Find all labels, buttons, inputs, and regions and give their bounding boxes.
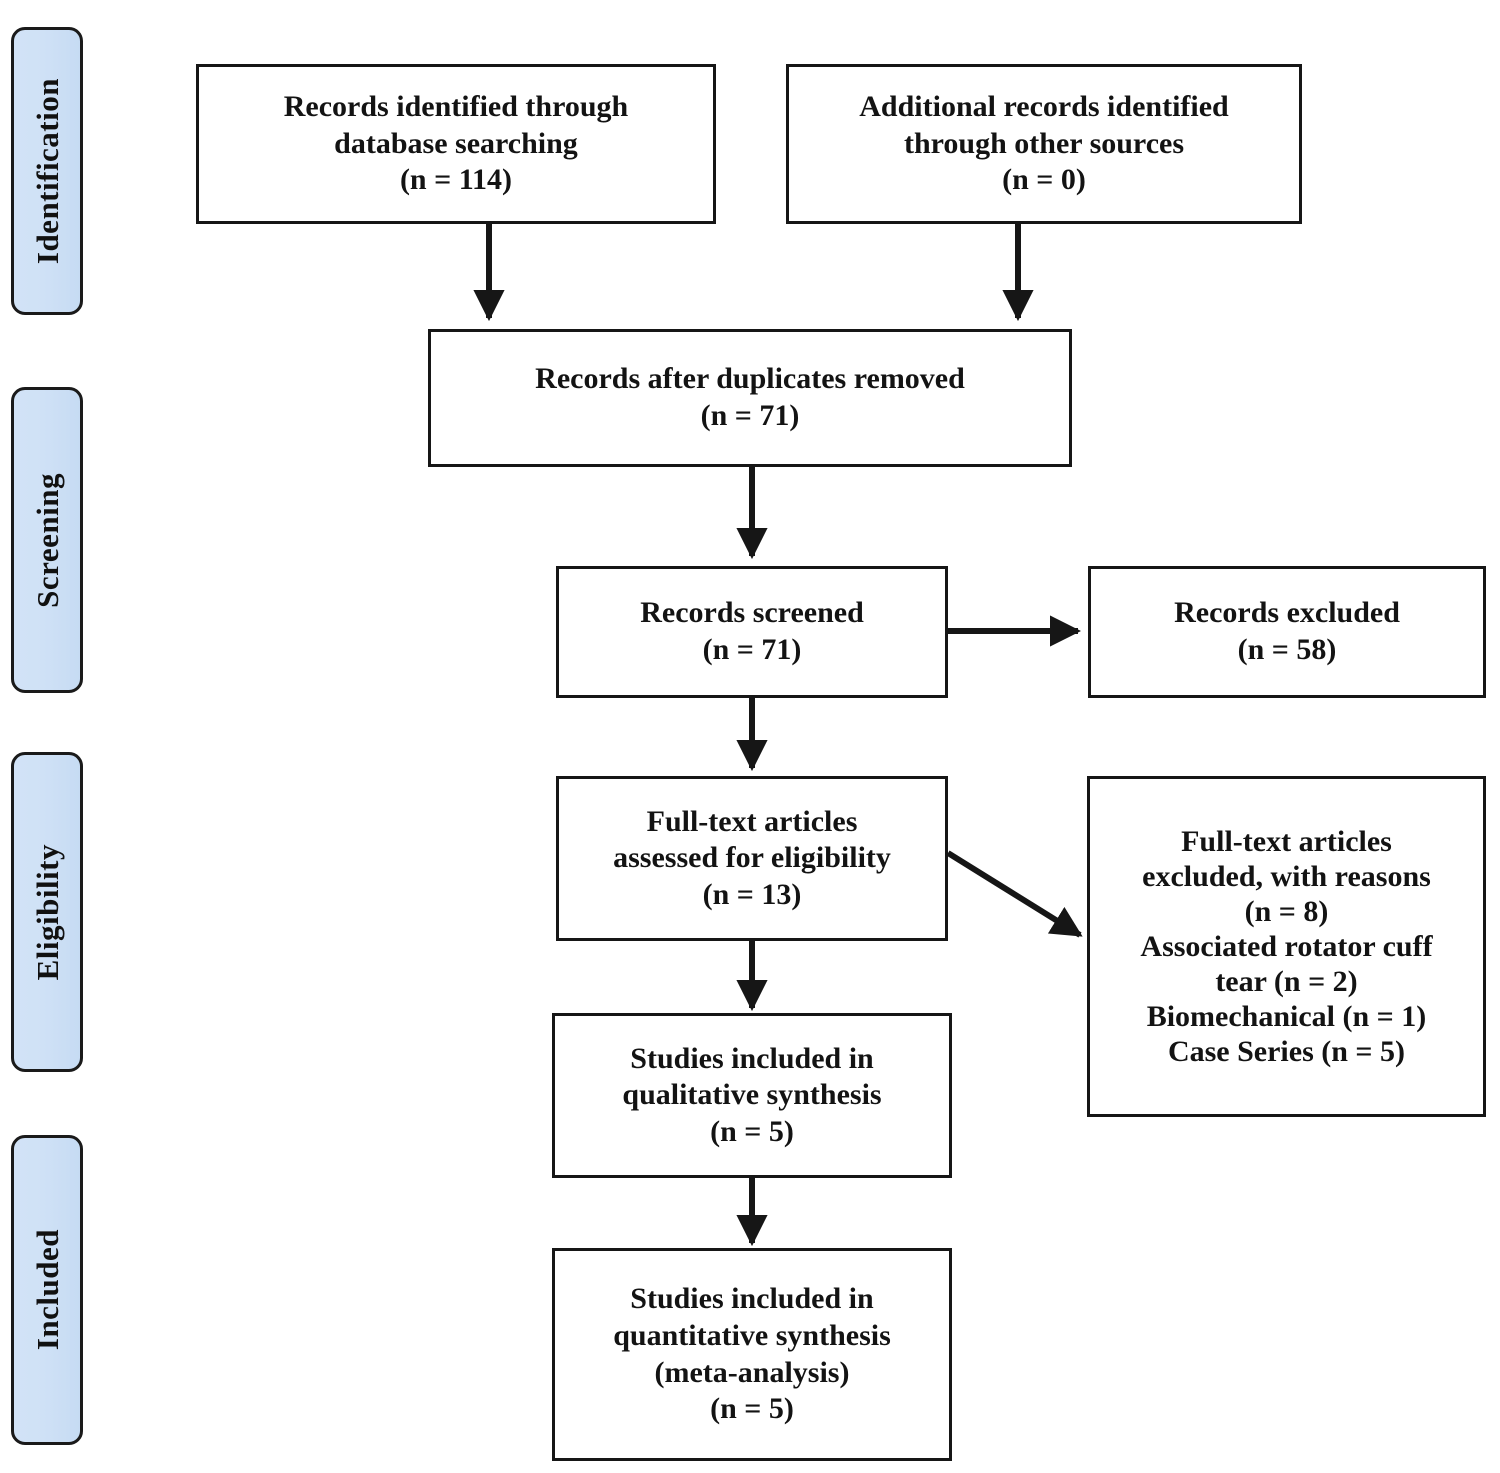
box-records-screened-text: Records screened (n = 71) — [640, 596, 864, 666]
box-qualitative-synthesis-text: Studies included in qualitative synthesi… — [622, 1041, 882, 1148]
box-quantitative-synthesis: Studies included in quantitative synthes… — [552, 1248, 952, 1461]
box-records-after-duplicates-text: Records after duplicates removed (n = 71… — [535, 362, 965, 432]
box-fulltext-excluded-text: Full-text articles excluded, with reason… — [1140, 824, 1433, 1069]
stage-included: Included — [11, 1135, 83, 1445]
stage-label-eligibility: Eligibility — [29, 843, 65, 981]
box-fulltext-assessed: Full-text articles assessed for eligibil… — [556, 776, 948, 941]
box-records-screened: Records screened (n = 71) — [556, 566, 948, 698]
edge-fulltext-to-excluded — [946, 850, 1083, 938]
box-records-identified-database: Records identified through database sear… — [196, 64, 716, 224]
box-fulltext-assessed-text: Full-text articles assessed for eligibil… — [613, 804, 891, 911]
box-qualitative-synthesis: Studies included in qualitative synthesi… — [552, 1013, 952, 1178]
stage-label-included: Included — [29, 1229, 65, 1351]
box-records-excluded-text: Records excluded (n = 58) — [1174, 596, 1400, 666]
box-quantitative-synthesis-text: Studies included in quantitative synthes… — [613, 1282, 891, 1426]
stage-eligibility: Eligibility — [11, 752, 83, 1072]
stage-identification: Identification — [11, 27, 83, 315]
box-records-identified-other-text: Additional records identified through ot… — [859, 90, 1229, 197]
box-fulltext-excluded: Full-text articles excluded, with reason… — [1087, 776, 1486, 1117]
box-records-identified-database-text: Records identified through database sear… — [283, 90, 629, 197]
stage-screening: Screening — [11, 387, 83, 693]
box-records-after-duplicates: Records after duplicates removed (n = 71… — [428, 329, 1072, 467]
stage-label-screening: Screening — [29, 472, 65, 608]
box-records-identified-other: Additional records identified through ot… — [786, 64, 1302, 224]
box-records-excluded: Records excluded (n = 58) — [1088, 566, 1486, 698]
stage-label-identification: Identification — [29, 77, 65, 265]
